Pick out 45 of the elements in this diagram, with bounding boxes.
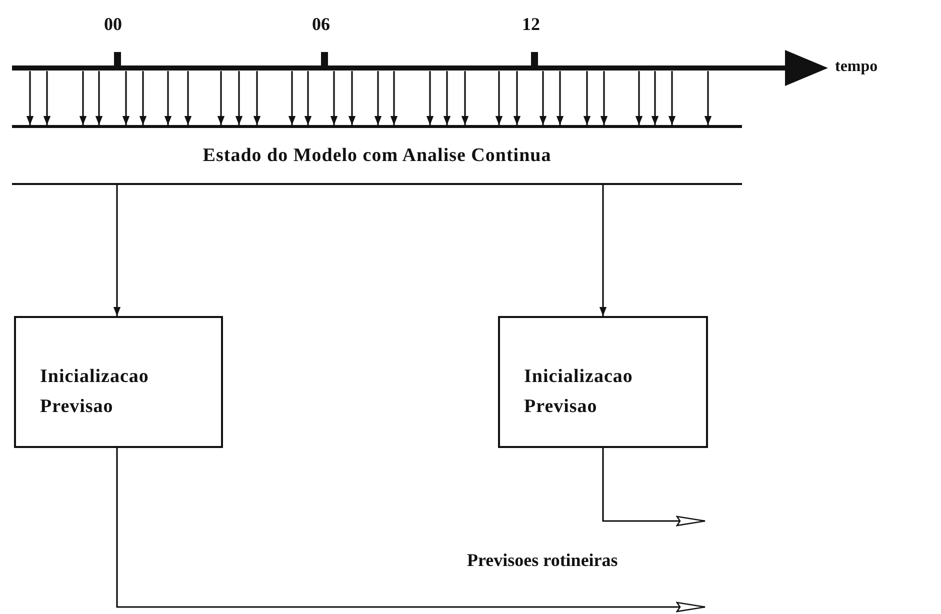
observation-arrow [217,71,225,125]
observation-arrow [583,71,591,125]
observation-arrow [184,71,192,125]
observation-arrow [374,71,382,125]
observation-arrow [26,71,34,125]
process-box [498,316,708,448]
observation-arrow [95,71,103,125]
observation-arrow [704,71,712,125]
process-box [14,316,223,448]
observation-arrow [443,71,451,125]
observation-arrow [304,71,312,125]
observation-arrow [253,71,261,125]
tick-label: 06 [312,14,330,35]
tick-label: 12 [522,14,540,35]
observation-arrow [235,71,243,125]
arrow [599,185,607,316]
observation-arrow [651,71,659,125]
output-arrow [602,448,706,526]
model-state-band [12,125,742,185]
observation-arrow [426,71,434,125]
observation-arrow [461,71,469,125]
observation-arrow [600,71,608,125]
observation-arrow [513,71,521,125]
observation-arrow [139,71,147,125]
observation-arrow [390,71,398,125]
axis-label: tempo [835,58,878,76]
observation-arrow [668,71,676,125]
arrow [113,185,121,316]
observation-arrow [635,71,643,125]
observation-arrow [495,71,503,125]
box-label: Inicializacao Previsao [40,365,150,419]
output-arrow [116,448,706,612]
box-label: Inicializacao Previsao [524,365,634,419]
observation-arrow [43,71,51,125]
output-label: Previsoes rotineiras [467,550,618,571]
observation-arrow [330,71,338,125]
box-label: Estado do Modelo com Analise Continua [202,144,552,168]
observation-arrow [79,71,87,125]
observation-arrow [288,71,296,125]
observation-arrow [556,71,564,125]
tick-label: 00 [104,14,122,35]
observation-arrow [164,71,172,125]
observation-arrow [539,71,547,125]
observation-arrow [122,71,130,125]
observation-arrow [348,71,356,125]
